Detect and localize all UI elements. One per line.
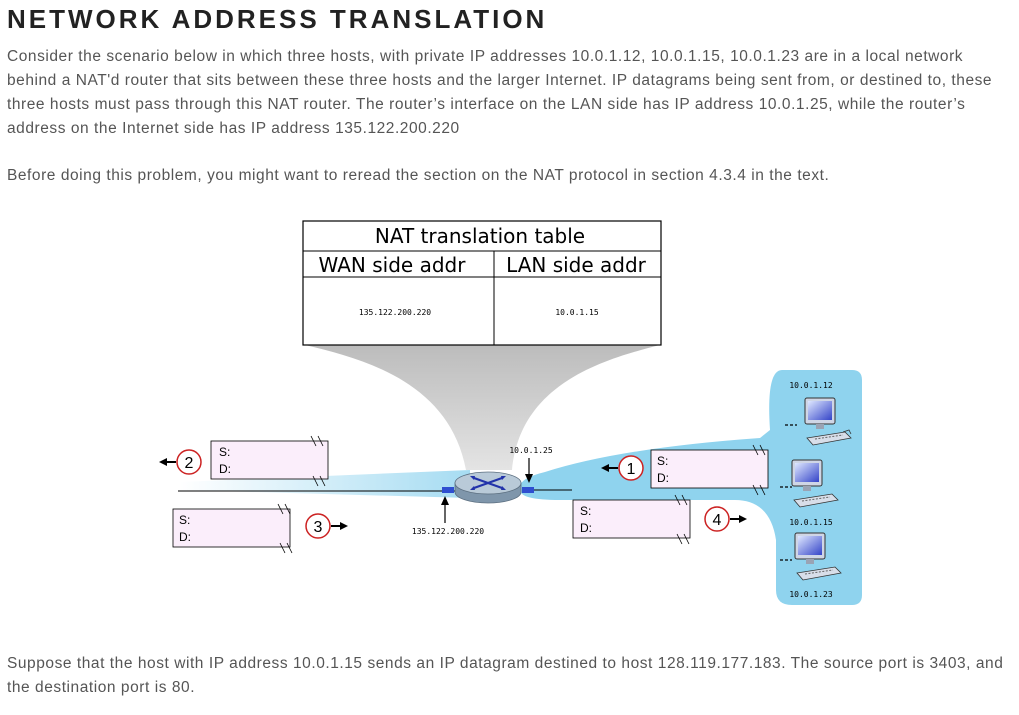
wan-column-header: WAN side addr: [319, 253, 467, 277]
lan-cell-value: 10.0.1.15: [555, 308, 599, 317]
lan-ip-arrowhead: [525, 474, 533, 483]
step-4-marker: 4: [704, 506, 747, 532]
host-2-ip: 10.0.1.15: [789, 518, 833, 527]
note-paragraph: Before doing this problem, you might wan…: [7, 167, 830, 184]
step-2-marker: 2: [159, 449, 202, 475]
host-3-ip: 10.0.1.23: [789, 590, 833, 599]
svg-text:2: 2: [185, 455, 194, 472]
datagram-2: S: D:: [210, 435, 329, 487]
datagram-1-dest: D:: [657, 471, 669, 485]
datagram-2-source: S:: [219, 445, 230, 459]
svg-text:3: 3: [314, 519, 323, 536]
nat-table-callout: [305, 345, 660, 470]
nat-translation-table: NAT translation table WAN side addr LAN …: [302, 220, 662, 346]
host-1-ip: 10.0.1.12: [789, 381, 833, 390]
router-wan-ip: 135.122.200.220: [412, 527, 484, 536]
host-computer-2: [780, 459, 839, 508]
step-3-marker: 3: [305, 513, 348, 539]
page-title: NETWORK ADDRESS TRANSLATION: [7, 4, 548, 34]
datagram-1-source: S:: [657, 454, 668, 468]
svg-text:4: 4: [713, 512, 722, 529]
datagram-3-source: S:: [179, 513, 190, 527]
nat-table-title: NAT translation table: [375, 224, 585, 248]
datagram-4-dest: D:: [580, 521, 592, 535]
nat-router: [442, 471, 534, 504]
question-paragraph: Suppose that the host with IP address 10…: [7, 655, 1004, 696]
datagram-4: S: D:: [572, 494, 691, 545]
datagram-2-dest: D:: [219, 462, 231, 476]
datagram-3: S: D:: [172, 503, 293, 554]
host-computer-1: [785, 397, 852, 446]
wan-cell-value: 135.122.200.220: [359, 308, 431, 317]
step-1-marker: 1: [601, 455, 644, 481]
lan-column-header: LAN side addr: [506, 253, 647, 277]
datagram-1: S: D:: [650, 444, 769, 496]
svg-text:1: 1: [627, 461, 636, 478]
datagram-4-source: S:: [580, 504, 591, 518]
host-computer-3: [780, 532, 842, 581]
intro-paragraph: Consider the scenario below in which thr…: [7, 48, 993, 137]
nat-diagram: NAT translation table WAN side addr LAN …: [159, 220, 862, 605]
datagram-3-dest: D:: [179, 530, 191, 544]
wan-ip-arrowhead: [441, 496, 449, 505]
router-lan-ip: 10.0.1.25: [509, 446, 553, 455]
